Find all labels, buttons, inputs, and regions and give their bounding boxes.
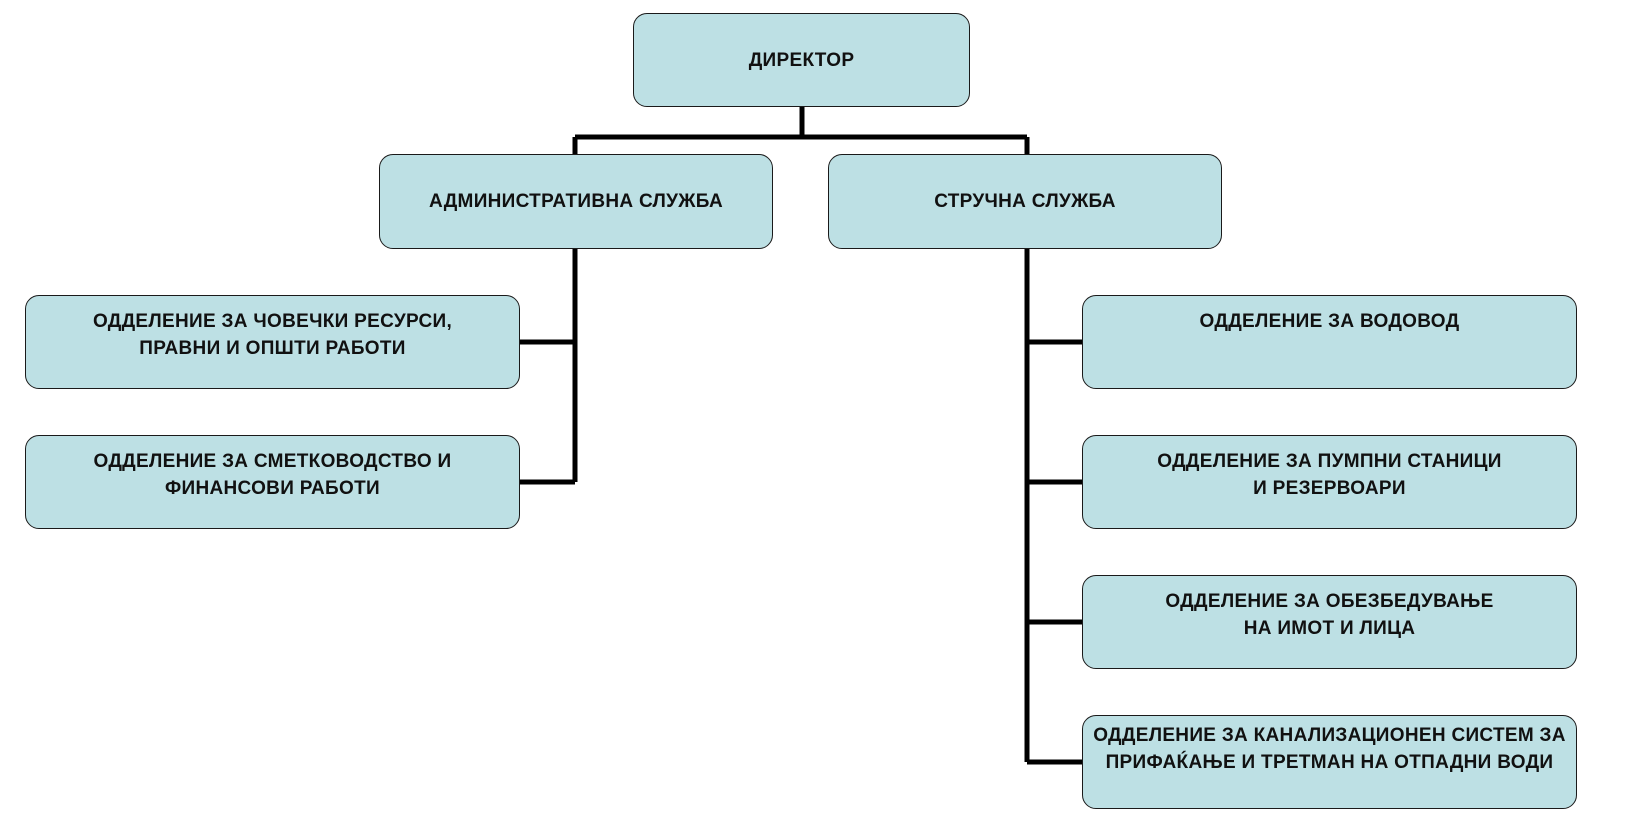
connector-director-to-services: [572, 106, 1030, 155]
dept-pump-stations-box: ОДДЕЛЕНИЕ ЗА ПУМПНИ СТАНИЦИ И РЕЗЕРВОАРИ: [1082, 435, 1577, 529]
dept-label-line: ФИНАНСОВИ РАБОТИ: [165, 478, 380, 499]
administrative-service-box: АДМИНИСТРАТИВНА СЛУЖБА: [379, 154, 773, 249]
dept-label-line: ОДДЕЛЕНИЕ ЗА ОБЕЗБЕДУВАЊЕ: [1165, 591, 1494, 612]
director-box: ДИРЕКТОР: [633, 13, 970, 107]
dept-label-line: И РЕЗЕРВОАРИ: [1253, 478, 1406, 499]
dept-label-line: ОДДЕЛЕНИЕ ЗА ВОДОВОД: [1199, 311, 1460, 332]
expert-service-box: СТРУЧНА СЛУЖБА: [828, 154, 1222, 249]
dept-security-box: ОДДЕЛЕНИЕ ЗА ОБЕЗБЕДУВАЊЕ НА ИМОТ И ЛИЦА: [1082, 575, 1577, 669]
dept-label-line: НА ИМОТ И ЛИЦА: [1243, 618, 1416, 639]
dept-human-resources-box: ОДДЕЛЕНИЕ ЗА ЧОВЕЧКИ РЕСУРСИ, ПРАВНИ И О…: [25, 295, 520, 389]
administrative-service-label: АДМИНИСТРАТИВНА СЛУЖБА: [429, 191, 723, 212]
expert-service-label: СТРУЧНА СЛУЖБА: [934, 191, 1116, 212]
dept-label-line: ОДДЕЛЕНИЕ ЗА ПУМПНИ СТАНИЦИ: [1157, 451, 1502, 472]
dept-label-line: ПРИФАЌАЊЕ И ТРЕТМАН НА ОТПАДНИ ВОДИ: [1105, 752, 1554, 773]
dept-label-line: ОДДЕЛЕНИЕ ЗА КАНАЛИЗАЦИОНЕН СИСТЕМ ЗА: [1093, 725, 1566, 746]
dept-label-line: ПРАВНИ И ОПШТИ РАБОТИ: [139, 338, 406, 359]
dept-accounting-box: ОДДЕЛЕНИЕ ЗА СМЕТКОВОДСТВО И ФИНАНСОВИ Р…: [25, 435, 520, 529]
dept-water-supply-box: ОДДЕЛЕНИЕ ЗА ВОДОВОД: [1082, 295, 1577, 389]
dept-sewage-system-box: ОДДЕЛЕНИЕ ЗА КАНАЛИЗАЦИОНЕН СИСТЕМ ЗА ПР…: [1082, 715, 1577, 809]
dept-label-line: ОДДЕЛЕНИЕ ЗА СМЕТКОВОДСТВО И: [93, 451, 452, 472]
director-label: ДИРЕКТОР: [748, 49, 855, 71]
dept-label-line: ОДДЕЛЕНИЕ ЗА ЧОВЕЧКИ РЕСУРСИ,: [92, 311, 453, 332]
